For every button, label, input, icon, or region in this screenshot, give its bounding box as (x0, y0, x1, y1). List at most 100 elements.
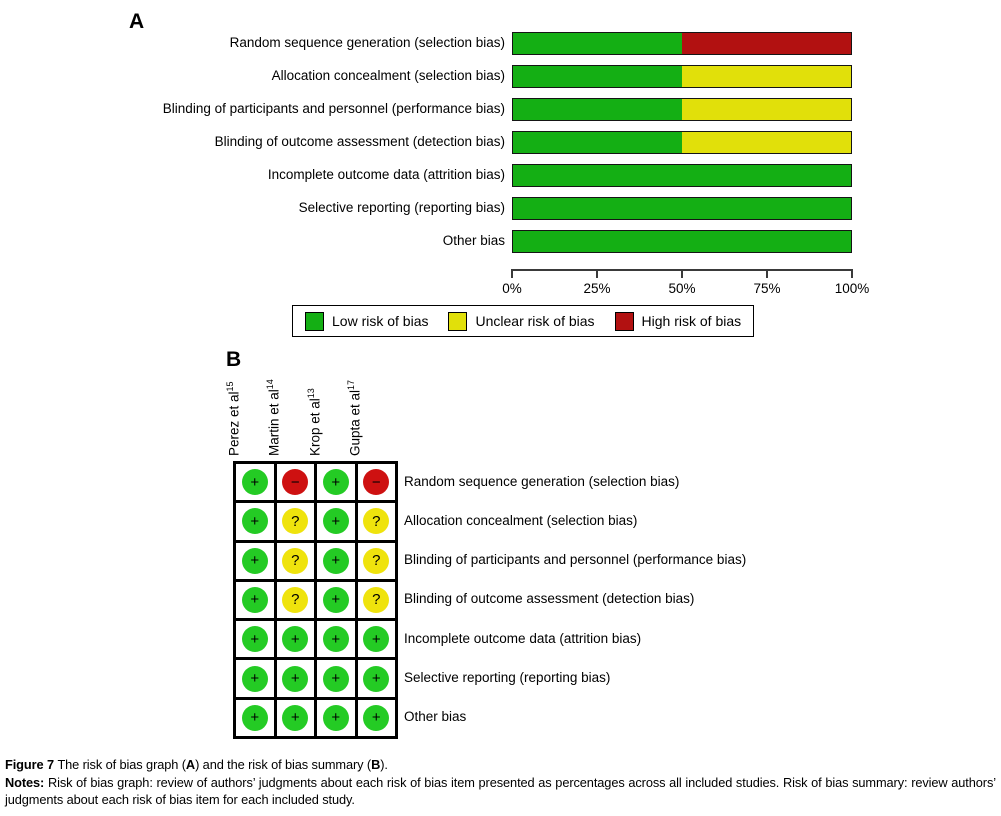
figure-caption: Figure 7 The risk of bias graph (A) and … (5, 756, 996, 809)
bar-segment-low (513, 99, 682, 120)
bar-segment-low (513, 198, 851, 219)
summary-cell: − (276, 464, 314, 501)
caption-notes: Notes: Risk of bias graph: review of aut… (5, 774, 996, 809)
stacked-bar (512, 98, 852, 121)
summary-cell: + (317, 621, 355, 658)
bar-segment-low (513, 231, 851, 252)
caption-text: The risk of bias graph ( (57, 757, 186, 772)
judgment-circle-low: + (322, 508, 349, 535)
axis-tick (766, 269, 768, 278)
summary-cell: + (236, 621, 274, 658)
study-column-header: Gupta et al17 (346, 379, 363, 456)
summary-cell: ? (357, 542, 395, 579)
summary-cell: − (357, 464, 395, 501)
judgment-circle-unclear: ? (363, 508, 390, 535)
judgment-circle-low: + (322, 665, 349, 692)
judgment-circle-low: + (241, 626, 268, 653)
summary-row-label: Random sequence generation (selection bi… (404, 473, 680, 489)
summary-cell: ? (276, 542, 314, 579)
stacked-bar (512, 65, 852, 88)
judgment-circle-low: + (282, 665, 309, 692)
axis-tick-label: 75% (753, 281, 781, 296)
axis-tick-label: 100% (834, 281, 870, 296)
bar-segment-unclear (682, 132, 851, 153)
judgment-circle-unclear: ? (282, 547, 309, 574)
bar-category-label: Blinding of participants and personnel (… (162, 101, 505, 116)
bar-segment-unclear (682, 99, 851, 120)
study-reference-superscript: 15 (224, 381, 235, 392)
bar-segment-low (513, 66, 682, 87)
axis-tick (681, 269, 683, 278)
bar-category-label: Blinding of outcome assessment (detectio… (214, 134, 505, 149)
summary-cell: + (236, 464, 274, 501)
stacked-bar (512, 230, 852, 253)
judgment-circle-high: − (363, 469, 390, 496)
study-column-header: Martin et al14 (265, 379, 282, 456)
study-reference-superscript: 13 (305, 388, 316, 399)
summary-cell: ? (276, 503, 314, 540)
summary-cell: + (236, 660, 274, 697)
bar-category-label: Incomplete outcome data (attrition bias) (267, 167, 505, 182)
axis-tick (851, 269, 853, 278)
stacked-bar (512, 32, 852, 55)
summary-cell: + (276, 699, 314, 736)
axis-tick-label: 50% (668, 281, 696, 296)
caption-text: ) and the risk of bias summary ( (195, 757, 372, 772)
judgment-circle-high: − (282, 469, 309, 496)
summary-cell: + (357, 699, 395, 736)
legend-color-swatch (448, 311, 468, 331)
axis-tick (596, 269, 598, 278)
study-column-header: Perez et al15 (224, 381, 242, 456)
judgment-circle-unclear: ? (363, 586, 390, 613)
judgment-circle-low: + (363, 626, 390, 653)
summary-cell: + (236, 503, 274, 540)
summary-cell: + (357, 660, 395, 697)
panel-a-label: A (129, 10, 145, 33)
judgment-circle-low: + (322, 704, 349, 731)
judgment-circle-low: + (241, 665, 268, 692)
summary-row-label: Blinding of outcome assessment (detectio… (404, 591, 695, 607)
judgment-circle-low: + (322, 547, 349, 574)
summary-cell: + (317, 581, 355, 619)
judgment-circle-low: + (241, 508, 268, 535)
axis-tick-label: 25% (583, 281, 611, 296)
legend-label: Unclear risk of bias (475, 313, 595, 329)
stacked-bar (512, 197, 852, 220)
judgment-circle-low: + (241, 469, 268, 496)
caption-bold-text: Figure 7 (5, 757, 58, 772)
caption-bold-text: A (185, 757, 196, 772)
legend-item: Unclear risk of bias (448, 311, 595, 331)
summary-cell: + (317, 660, 355, 697)
caption-title: Figure 7 The risk of bias graph (A) and … (5, 756, 996, 774)
summary-cell: + (236, 581, 274, 619)
bar-segment-low (513, 132, 682, 153)
legend-color-swatch (614, 311, 634, 331)
summary-cell: ? (357, 581, 395, 619)
summary-row-label: Blinding of participants and personnel (… (404, 552, 747, 568)
summary-row-label: Incomplete outcome data (attrition bias) (404, 630, 642, 646)
judgment-circle-low: + (241, 704, 268, 731)
axis-tick-label: 0% (502, 281, 522, 296)
caption-bold-text: B (371, 757, 381, 772)
summary-row-label: Other bias (404, 709, 467, 725)
summary-cell: + (276, 621, 314, 658)
risk-of-bias-summary-table: +−+−+?+?+?+?+?+?++++++++++++ (233, 461, 398, 739)
study-reference-superscript: 17 (346, 379, 357, 390)
summary-cell: + (317, 699, 355, 736)
summary-cell: + (276, 660, 314, 697)
legend-item: Low risk of bias (305, 311, 428, 331)
judgment-circle-low: + (241, 547, 268, 574)
judgment-circle-low: + (363, 665, 390, 692)
bar-segment-high (682, 33, 851, 54)
judgment-circle-unclear: ? (363, 547, 390, 574)
summary-cell: ? (357, 503, 395, 540)
caption-text: ). (380, 757, 388, 772)
judgment-circle-unclear: ? (282, 508, 309, 535)
summary-cell: + (236, 542, 274, 579)
bar-segment-unclear (682, 66, 851, 87)
summary-cell: ? (276, 581, 314, 619)
summary-cell: + (357, 621, 395, 658)
legend-item: High risk of bias (614, 311, 741, 331)
stacked-bar (512, 164, 852, 187)
judgment-circle-low: + (322, 469, 349, 496)
